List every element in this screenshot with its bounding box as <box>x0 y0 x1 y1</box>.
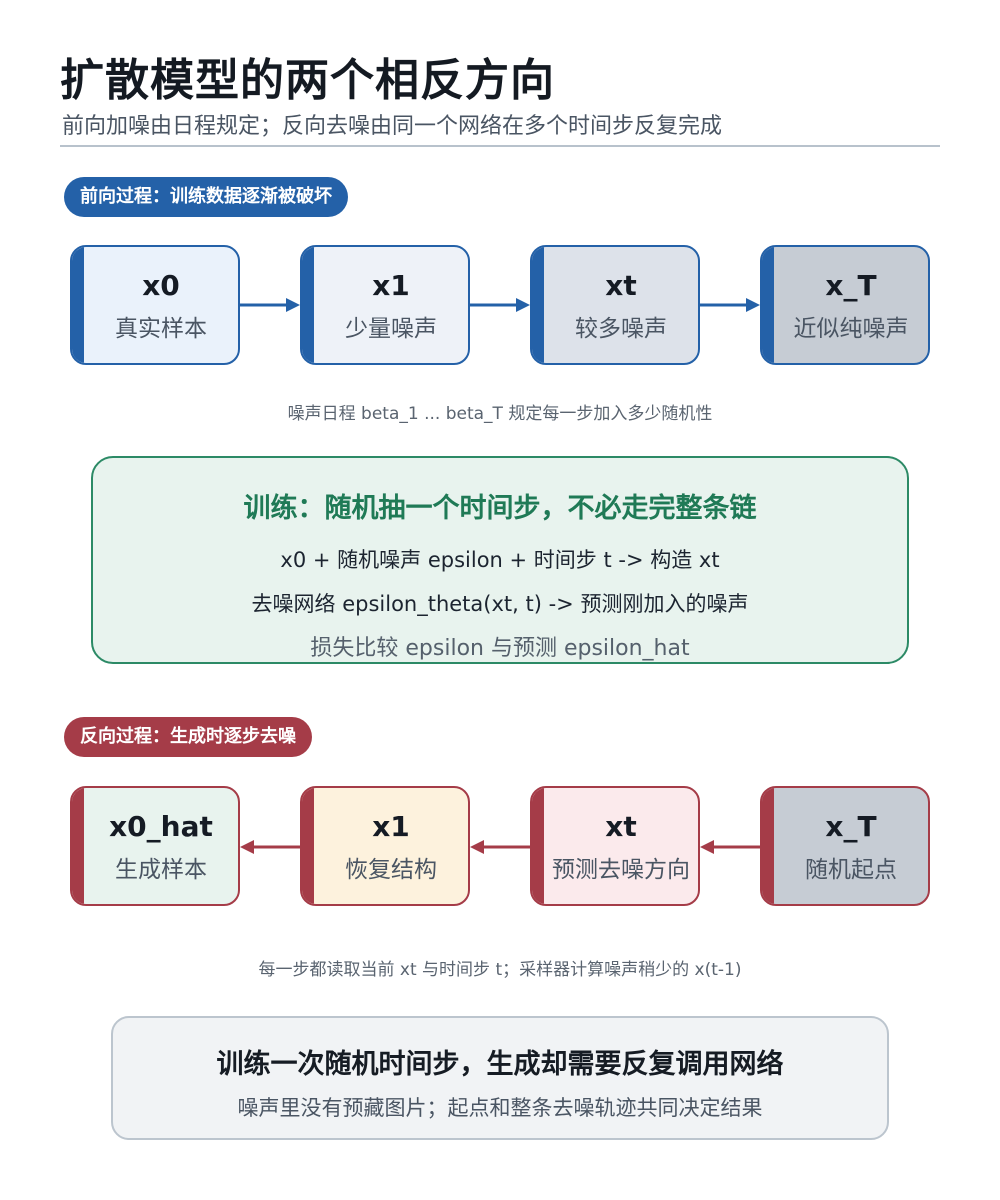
training-box: 训练：随机抽一个时间步，不必走完整条链 x0 + 随机噪声 epsilon + … <box>91 456 909 664</box>
node-description: 随机起点 <box>805 857 897 883</box>
reverse-arrow-head-3 <box>700 840 714 854</box>
sampler-note: 每一步都读取当前 xt 与时间步 t；采样器计算噪声稍少的 x(t-1) <box>258 960 742 980</box>
reverse-node-xt: xt 预测去噪方向 <box>530 786 700 906</box>
summary-subtext: 噪声里没有预藏图片；起点和整条去噪轨迹共同决定结果 <box>237 1096 763 1120</box>
node-accent-bar <box>762 247 774 363</box>
forward-node-x1: x1 少量噪声 <box>300 245 470 365</box>
reverse-arrow-head-2 <box>470 840 484 854</box>
reverse-arrows <box>240 840 760 854</box>
forward-arrows <box>240 298 760 312</box>
node-accent-bar <box>762 788 774 904</box>
node-description: 恢复结构 <box>345 857 437 883</box>
node-description: 较多噪声 <box>575 316 667 342</box>
summary-heading: 训练一次随机时间步，生成却需要反复调用网络 <box>216 1049 784 1080</box>
node-label: x0 <box>142 269 180 302</box>
forward-arrow-head-3 <box>746 298 760 312</box>
node-label: x1 <box>372 269 410 302</box>
forward-arrow-head-2 <box>516 298 530 312</box>
training-heading: 训练：随机抽一个时间步，不必走完整条链 <box>243 493 757 524</box>
node-label: x0_hat <box>109 810 213 843</box>
node-accent-bar <box>532 788 544 904</box>
noise-schedule-note: 噪声日程 beta_1 ... beta_T 规定每一步加入多少随机性 <box>287 404 713 424</box>
forward-process-pill: 前向过程：训练数据逐渐被破坏 <box>64 177 348 217</box>
summary-box: 训练一次随机时间步，生成却需要反复调用网络 噪声里没有预藏图片；起点和整条去噪轨… <box>111 1016 889 1140</box>
node-label: x_T <box>825 269 877 302</box>
node-accent-bar <box>302 788 314 904</box>
node-accent-bar <box>532 247 544 363</box>
node-label: xt <box>605 269 637 302</box>
node-description: 生成样本 <box>115 857 207 883</box>
node-label: x_T <box>825 810 877 843</box>
node-accent-bar <box>72 788 84 904</box>
forward-node-xt: xt 较多噪声 <box>530 245 700 365</box>
training-step-construct: x0 + 随机噪声 epsilon + 时间步 t -> 构造 xt <box>280 548 720 572</box>
node-description: 真实样本 <box>115 316 207 342</box>
node-accent-bar <box>72 247 84 363</box>
node-label: xt <box>605 810 637 843</box>
reverse-node-x1: x1 恢复结构 <box>300 786 470 906</box>
node-accent-bar <box>302 247 314 363</box>
reverse-node-xT: x_T 随机起点 <box>760 786 930 906</box>
forward-arrow-head-1 <box>286 298 300 312</box>
node-description: 少量噪声 <box>345 316 437 342</box>
training-step-loss: 损失比较 epsilon 与预测 epsilon_hat <box>310 636 690 661</box>
node-label: x1 <box>372 810 410 843</box>
reverse-node-x0-hat: x0_hat 生成样本 <box>70 786 240 906</box>
node-description: 近似纯噪声 <box>793 316 909 342</box>
page-title: 扩散模型的两个相反方向 <box>60 55 555 106</box>
reverse-process-pill: 反向过程：生成时逐步去噪 <box>64 717 312 757</box>
page-subtitle: 前向加噪由日程规定；反向去噪由同一个网络在多个时间步反复完成 <box>62 114 723 139</box>
forward-node-x0: x0 真实样本 <box>70 245 240 365</box>
forward-node-xT: x_T 近似纯噪声 <box>760 245 930 365</box>
training-step-predict: 去噪网络 epsilon_theta(xt, t) -> 预测刚加入的噪声 <box>251 592 749 616</box>
reverse-arrow-head-1 <box>240 840 254 854</box>
node-description: 预测去噪方向 <box>552 857 690 883</box>
header-divider <box>60 145 940 147</box>
